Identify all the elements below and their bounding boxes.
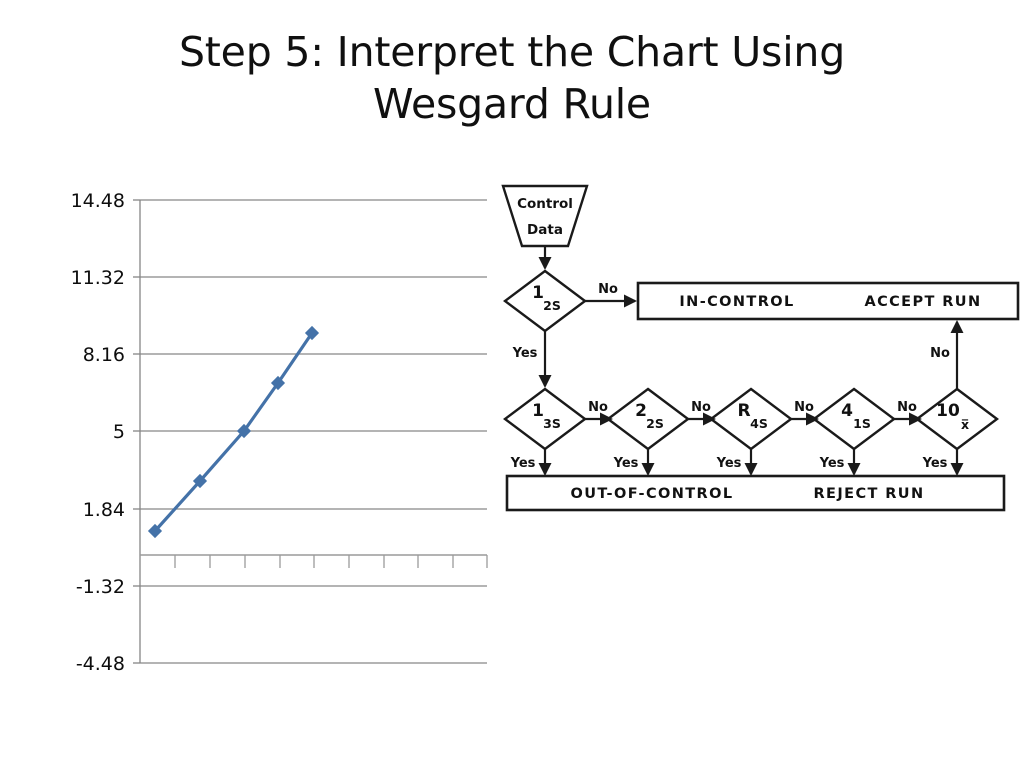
flowchart-canvas: Control Data 1 2S No Yes IN-CONTROL ACCE… bbox=[501, 184, 1020, 512]
edge-label-yes-10-xbar: Yes bbox=[922, 456, 948, 471]
decision-2-2s-sub-label: 2S bbox=[646, 416, 664, 431]
decision-1-3s-main-label: 1 bbox=[532, 401, 544, 421]
edge-label-yes-1-3s: Yes bbox=[510, 456, 536, 471]
ytick-label: 1.84 bbox=[83, 499, 125, 521]
edge-label-no-r-4s: No bbox=[794, 400, 814, 415]
page-title-line-2: Wesgard Rule bbox=[373, 80, 651, 129]
chart-ytick-labels: 14.48 11.32 8.16 5 1.84 -1.32 -4.48 bbox=[71, 190, 125, 675]
control-chart: 14.48 11.32 8.16 5 1.84 -1.32 -4.48 bbox=[0, 180, 500, 690]
edge-label-no-4-1s: No bbox=[897, 400, 917, 415]
ytick-label: -1.32 bbox=[76, 576, 125, 598]
ytick-label: -4.48 bbox=[76, 653, 125, 675]
control-data-label-line-2: Data bbox=[527, 222, 563, 238]
edge-label-no-1-2s: No bbox=[598, 282, 618, 297]
decision-node-4-1s: 4 1S bbox=[812, 387, 896, 451]
decision-4-1s-main-label: 4 bbox=[841, 401, 853, 421]
accept-run-label: ACCEPT RUN bbox=[864, 294, 981, 310]
control-data-label-line-1: Control bbox=[517, 196, 573, 212]
decision-node-1-3s: 1 3S bbox=[503, 387, 587, 451]
edge-label-yes-4-1s: Yes bbox=[819, 456, 845, 471]
decision-node-10-xbar: 10 x̅ bbox=[915, 387, 999, 451]
chart-canvas: 14.48 11.32 8.16 5 1.84 -1.32 -4.48 bbox=[71, 190, 488, 675]
reject-run-label: REJECT RUN bbox=[813, 486, 924, 502]
decision-r-4s-sub-label: 4S bbox=[750, 416, 768, 431]
decision-1-3s-sub-label: 3S bbox=[543, 416, 561, 431]
reject-run-box bbox=[505, 474, 1006, 512]
accept-run-box bbox=[636, 281, 1020, 321]
decision-10-xbar-sub-label: x̅ bbox=[961, 417, 969, 432]
page-title-line-1: Step 5: Interpret the Chart Using bbox=[178, 28, 846, 76]
data-point-marker bbox=[236, 423, 252, 439]
ytick-label: 8.16 bbox=[83, 344, 125, 366]
control-data-shape bbox=[501, 184, 589, 248]
data-point-marker bbox=[304, 325, 320, 341]
ytick-label: 11.32 bbox=[71, 267, 125, 289]
data-point-marker bbox=[147, 523, 163, 539]
series-1-line bbox=[153, 331, 314, 533]
page-title: Step 5: Interpret the Chart Using Wesgar… bbox=[60, 26, 964, 131]
decision-node-2-2s: 2 2S bbox=[606, 387, 690, 451]
edge-label-no-10-xbar: No bbox=[930, 346, 950, 361]
decision-10-xbar-main-label: 10 bbox=[936, 401, 960, 421]
decision-r-4s-main-label: R bbox=[737, 401, 750, 421]
edge-label-yes-r-4s: Yes bbox=[716, 456, 742, 471]
chart-gridlines bbox=[140, 199, 487, 664]
decision-node-r-4s: R 4S bbox=[709, 387, 793, 451]
chart-series-markers bbox=[147, 325, 320, 539]
decision-1-2s-main-label: 1 bbox=[532, 283, 544, 303]
edge-label-yes-2-2s: Yes bbox=[613, 456, 639, 471]
ytick-label: 5 bbox=[113, 421, 125, 443]
decision-1-2s-sub-label: 2S bbox=[543, 298, 561, 313]
in-control-label: IN-CONTROL bbox=[679, 294, 794, 310]
control-data-node: Control Data bbox=[501, 184, 589, 248]
chart-value-axis bbox=[133, 199, 141, 664]
edge-label-no-2-2s: No bbox=[691, 400, 711, 415]
accept-run-banner: IN-CONTROL ACCEPT RUN bbox=[636, 281, 1020, 321]
edge-label-no-1-3s: No bbox=[588, 400, 608, 415]
reject-run-banner: OUT-OF-CONTROL REJECT RUN bbox=[505, 474, 1006, 512]
out-of-control-label: OUT-OF-CONTROL bbox=[570, 486, 733, 502]
data-point-marker bbox=[270, 375, 286, 391]
edge-label-yes-1-2s: Yes bbox=[512, 346, 538, 361]
decision-2-2s-main-label: 2 bbox=[635, 401, 647, 421]
chart-series-line bbox=[153, 331, 314, 533]
decision-4-1s-sub-label: 1S bbox=[853, 416, 871, 431]
westgard-rules-flowchart: Control Data 1 2S No Yes IN-CONTROL ACCE… bbox=[495, 180, 1024, 525]
decision-node-1-2s: 1 2S bbox=[503, 269, 587, 333]
chart-category-axis bbox=[140, 554, 488, 568]
ytick-label: 14.48 bbox=[71, 190, 125, 212]
data-point-marker bbox=[192, 473, 208, 489]
